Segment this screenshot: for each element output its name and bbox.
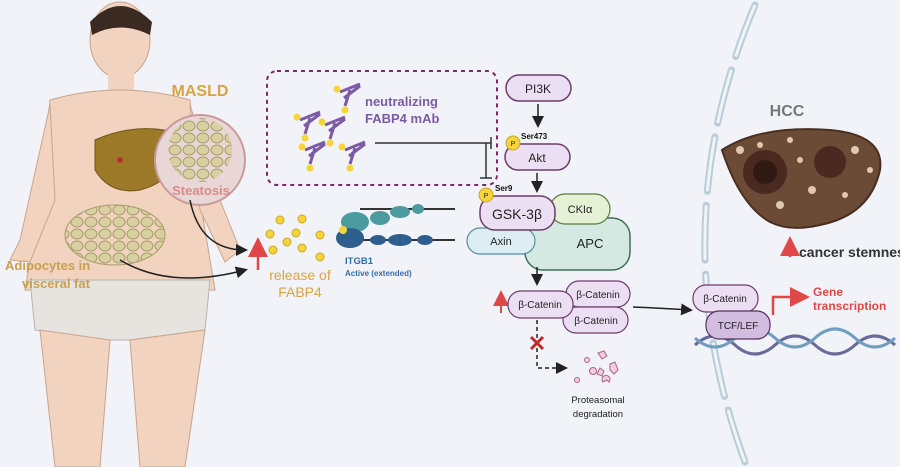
human-body-illustration	[9, 1, 246, 467]
nuclear-bcat-label: β-Catenin	[703, 294, 747, 305]
gene-label-line2: transcription	[813, 299, 886, 313]
bcat-label-1: β-Catenin	[518, 300, 562, 311]
dna-helix-icon	[693, 327, 897, 356]
inhibition-line	[375, 137, 492, 179]
ser9-label: Ser9	[495, 184, 513, 193]
ser473-label: Ser473	[521, 132, 548, 141]
mab-label-line1: neutralizing	[365, 94, 438, 109]
pi3k-node	[505, 74, 572, 102]
proteasome-fragments-icon	[574, 350, 619, 383]
apc-label: APC	[577, 236, 604, 251]
itgb1-receptor-illustration	[336, 204, 455, 248]
steatosis-label: Steatosis	[172, 183, 230, 198]
adipocytes-label-line1: Adipocytes in	[5, 258, 90, 273]
gsk3b-label: GSK-3β	[492, 206, 542, 222]
bcat-label-2: β-Catenin	[576, 290, 620, 301]
akt-node	[504, 143, 571, 171]
akt-label: Akt	[528, 151, 546, 165]
gsk3b-node	[479, 195, 556, 231]
transcription-arrow-icon	[771, 287, 810, 315]
bcat-label-3: β-Catenin	[574, 316, 618, 327]
liver-release-arrow	[189, 199, 248, 256]
phospho-akt-icon	[505, 135, 521, 151]
adipocytes-label-line2: visceral fat	[22, 276, 91, 291]
hcc-label: HCC	[770, 103, 805, 120]
nuclear-translocation-arrow	[632, 303, 693, 316]
pi3k-label: PI3K	[525, 82, 551, 96]
antibody-icons	[293, 82, 366, 172]
phospho-gsk-icon	[478, 187, 494, 203]
tcf-lef-label: TCF/LEF	[718, 321, 759, 332]
block-x-icon	[529, 335, 545, 351]
proteasomal-label-line2: degradation	[573, 409, 623, 420]
degradation-arrow	[536, 320, 568, 374]
masld-label: MASLD	[172, 83, 229, 100]
tcf-lef-node	[705, 310, 771, 340]
itgb1-state-label: Active (extended)	[345, 269, 412, 278]
mab-label-line2: FABP4 mAb	[365, 111, 439, 126]
nuclear-membrane-inner	[703, 4, 757, 463]
phospho-akt-label: P	[511, 141, 516, 148]
fat-release-arrow	[119, 259, 248, 279]
axin-label: Axin	[490, 236, 511, 248]
mab-box	[266, 70, 498, 186]
bcat-node-1	[507, 290, 574, 319]
release-label-line1: release of	[269, 267, 331, 283]
ck1a-label: CKIα	[568, 204, 593, 216]
phospho-gsk-label: P	[484, 193, 489, 200]
itgb1-label: ITGB1	[345, 256, 374, 267]
release-label-line2: FABP4	[278, 284, 322, 300]
fabp4-dots	[265, 214, 325, 262]
bcat-node-3	[562, 306, 629, 334]
stemness-label: cancer stemness	[799, 244, 900, 260]
gene-label-line1: Gene	[813, 285, 843, 299]
hcc-liver-illustration	[720, 128, 882, 229]
proteasomal-label-line1: Proteasomal	[571, 395, 624, 406]
